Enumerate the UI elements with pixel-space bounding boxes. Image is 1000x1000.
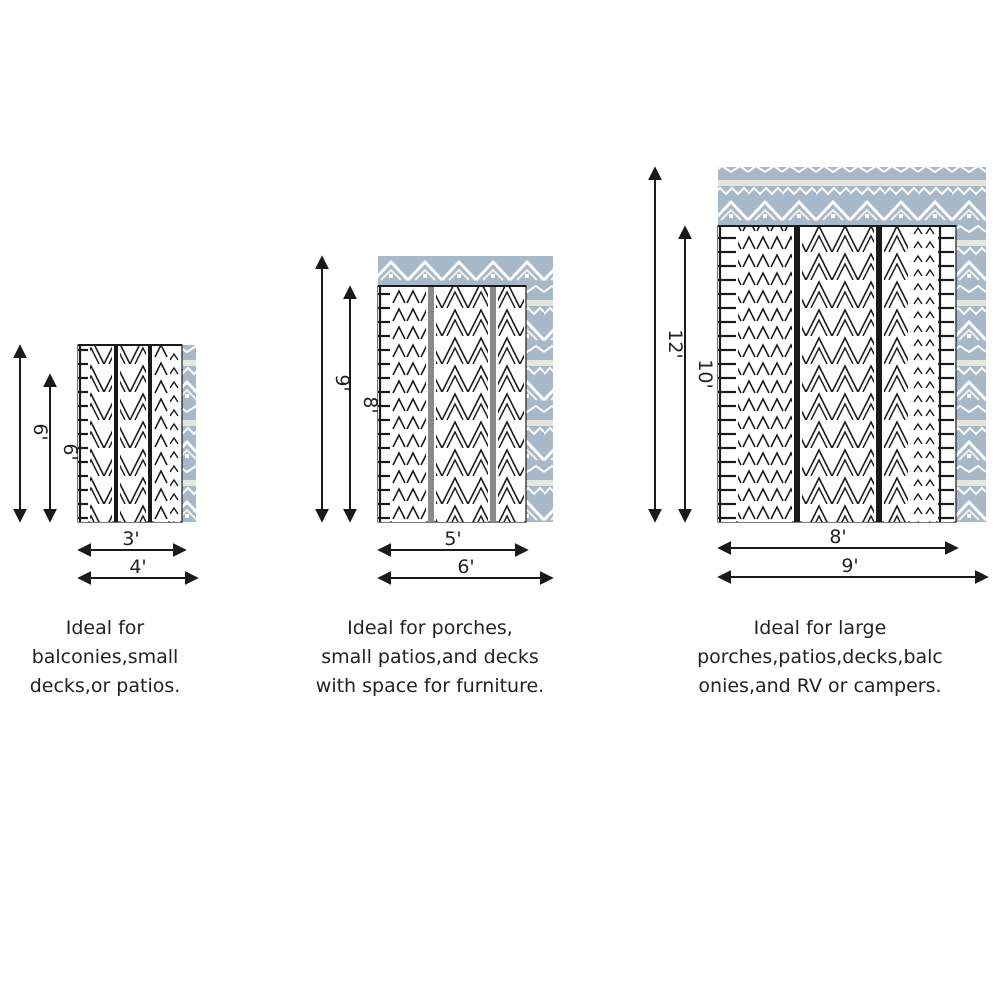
- large-rug-band: [884, 226, 908, 522]
- small-rug-fringe: [78, 345, 88, 522]
- medium-rug-caption: Ideal for porches, small patios,and deck…: [290, 614, 570, 701]
- small-rug-band: [154, 345, 168, 522]
- large-inner-height-label: 10': [694, 359, 716, 388]
- medium-rug: [377, 256, 553, 523]
- large-rug-band: [910, 226, 936, 522]
- large-rug-fringe: [718, 226, 736, 522]
- large-rug-band: [738, 226, 792, 522]
- medium-dimensions: 9' 8' 5' 6': [315, 255, 554, 585]
- small-rug-caption: Ideal for balconies,small decks,or patio…: [0, 614, 210, 701]
- caption-line: Ideal for large: [753, 617, 887, 639]
- large-outer-width-label: 9': [841, 555, 858, 577]
- medium-inner-height-label: 8': [359, 396, 381, 413]
- medium-rug-band: [498, 286, 524, 522]
- caption-line: Ideal for: [65, 617, 145, 639]
- caption-line: small patios,and decks: [321, 646, 539, 668]
- large-rug: [717, 167, 986, 523]
- small-rug-band: [170, 345, 180, 522]
- small-inner-width-label: 3': [122, 528, 139, 550]
- caption-line: decks,or patios.: [29, 675, 181, 697]
- large-rug-caption: Ideal for large porches,patios,decks,bal…: [655, 614, 985, 701]
- large-inner-width-label: 8': [829, 526, 846, 548]
- small-rug-stripe: [114, 345, 118, 522]
- large-outer-height-label: 12': [664, 329, 686, 358]
- large-rug-band: [802, 226, 874, 522]
- small-outer-width-label: 4': [129, 556, 146, 578]
- caption-line: porches,patios,decks,balc: [697, 646, 943, 668]
- large-rug-fringe: [938, 226, 954, 522]
- caption-line: onies,and RV or campers.: [698, 675, 942, 697]
- medium-rug-stripe: [428, 286, 434, 522]
- small-dimensions: 6' 6' 3' 4': [13, 344, 199, 585]
- medium-rug-fringe: [378, 286, 390, 522]
- caption-line: with space for furniture.: [315, 675, 545, 697]
- medium-rug-band: [436, 286, 488, 522]
- medium-outer-height-label: 9': [331, 374, 353, 391]
- large-dimensions: 12' 10' 8' 9': [648, 166, 989, 584]
- caption-line: balconies,small: [31, 646, 179, 668]
- large-rug-stripe: [794, 226, 800, 522]
- small-rug-stripe: [148, 345, 152, 522]
- small-rug-band: [90, 345, 112, 522]
- caption-line: Ideal for porches,: [347, 617, 513, 639]
- medium-rug-band: [392, 286, 426, 522]
- medium-outer-width-label: 6': [457, 556, 474, 578]
- small-inner-height-label: 6': [59, 443, 81, 460]
- small-rug-band: [120, 345, 146, 522]
- small-outer-height-label: 6': [29, 423, 51, 440]
- medium-inner-width-label: 5': [444, 528, 461, 550]
- large-rug-stripe: [876, 226, 882, 522]
- small-rug: [77, 344, 196, 523]
- medium-rug-stripe: [490, 286, 496, 522]
